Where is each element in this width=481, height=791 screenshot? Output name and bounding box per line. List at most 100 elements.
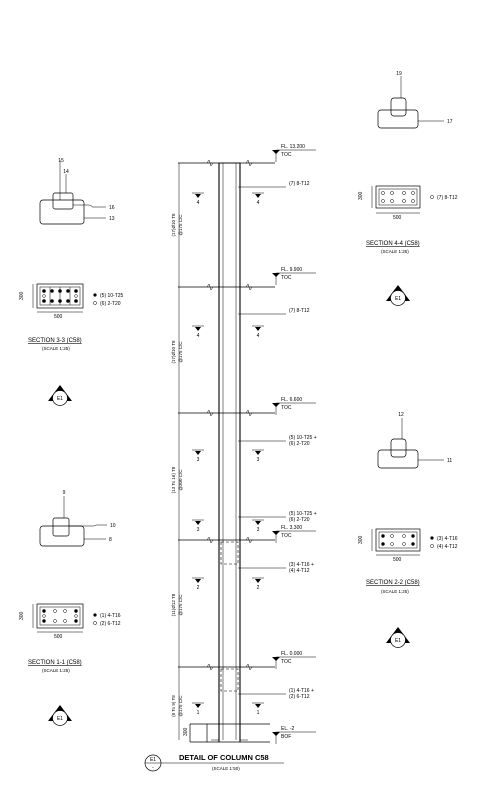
rebar-callout-text: (6) 2-T20 (289, 441, 310, 447)
rebar-callout-text: (1) 4-T16 + (289, 688, 314, 694)
ties-label-line1: (13 To 16) T8 (171, 466, 176, 493)
section-1-1-stirrup (39, 606, 81, 626)
section-cut-mark: 4 (192, 192, 204, 206)
bar-detail-17-19: 19 17 (377, 71, 453, 129)
main-title-block: E1 - DETAIL OF COLUMN C58 (SCALE 1:50) (144, 753, 284, 772)
section-3-3-outline (36, 283, 84, 309)
main-ref-bubble-bottom: - (152, 765, 154, 771)
section-3-3: 300 500 (5) 10-T25 (6) 2-T20 SECTION 3-3… (19, 283, 124, 351)
main-scale: (SCALE 1:50) (212, 766, 240, 771)
bar-mark-17: 17 (447, 119, 453, 125)
bar-mark-19: 19 (396, 71, 402, 77)
bar-detail-8-10: 9 10 8 (39, 490, 116, 547)
section-2-2: 300 500 (3) 4-T16 (4) 4-T12 SECTION 2-2 … (358, 528, 458, 594)
section-2-2-bars (381, 534, 415, 546)
section-cut-mark: 3 (192, 449, 204, 463)
section-cut-number: 4 (257, 333, 260, 339)
section-cut-number: 4 (197, 333, 200, 339)
level-tag: TOC (281, 275, 292, 281)
section-3-3-depth: 300 (19, 291, 25, 300)
section-3-3-width: 500 (54, 314, 63, 320)
rebar-callout: (3) 4-T16 +(4) 4-T12 (238, 562, 314, 574)
section-cut-number: 3 (257, 457, 260, 463)
bar-detail-11-12: 12 11 (377, 412, 452, 469)
section-2-2-scale: (SCALE 1:25) (381, 589, 409, 594)
ties-label-line1: (17)Ø10 T8 (171, 213, 176, 236)
section-2-2-width: 500 (393, 557, 402, 563)
section-4-4-bars (381, 191, 415, 203)
section-3-3-title: SECTION 3-3 (C58) (28, 338, 82, 344)
section-cut-mark: 4 (252, 325, 264, 339)
reference-bubble: E1 (48, 705, 72, 726)
section-1-1-title: SECTION 1-1 (C58) (28, 660, 82, 666)
section-2-2-legend-1: (3) 4-T16 (437, 536, 458, 542)
rebar-callout-text: (2) 6-T12 (289, 694, 310, 700)
rebar-callout-text: (7) 8-T12 (289, 181, 310, 187)
bar-mark-16: 16 (109, 205, 115, 211)
level-label: FL. 6.600 (281, 397, 302, 403)
bar-mark-8: 8 (109, 537, 112, 543)
section-1-1-width: 500 (54, 634, 63, 640)
reference-bubble-label: E1 (57, 716, 63, 722)
section-cut-number: 4 (197, 200, 200, 206)
section-4-4-depth: 300 (358, 191, 364, 200)
section-cut-mark: 4 (192, 325, 204, 339)
section-1-1-legend-2: (2) 6-T12 (100, 621, 121, 627)
section-cut-number: 1 (257, 710, 260, 716)
lap-splice-zone-2 (220, 668, 239, 692)
section-2-2-outline (375, 528, 421, 552)
ties-label-line2: @175 C/C (178, 695, 183, 717)
footing (189, 723, 270, 743)
section-cut-number: 3 (197, 527, 200, 533)
rebar-callout: (7) 8-T12 (238, 308, 310, 315)
bar-mark-11: 11 (447, 458, 452, 464)
bar-detail-13-16: 15 14 16 13 (39, 158, 115, 225)
section-4-4-width: 500 (393, 215, 402, 221)
section-1-1-bars (42, 609, 78, 623)
section-1-1-outline (36, 603, 84, 629)
section-cut-number: 3 (197, 457, 200, 463)
ties-label: (13 To 16) T8@300 C/C (171, 466, 183, 493)
section-cut-mark: 3 (252, 519, 264, 533)
section-2-2-title: SECTION 2-2 (C58) (366, 580, 420, 586)
rebar-callout-text: (3) 4-T16 + (289, 562, 314, 568)
section-cut-mark: 1 (252, 702, 264, 716)
level-tag: TOC (281, 152, 292, 158)
section-cut-number: 4 (257, 200, 260, 206)
section-4-4-title: SECTION 4-4 (C58) (366, 241, 420, 247)
ties-label-line1: (8 To 9) T8 (171, 695, 176, 717)
section-1-1-legend-1: (1) 4-T16 (100, 613, 121, 619)
section-cut-mark: 4 (252, 192, 264, 206)
section-1-1-depth: 300 (19, 611, 25, 620)
level-label: FL. 3.300 (281, 525, 302, 531)
section-3-3-scale: (SCALE 1:25) (42, 346, 70, 351)
section-4-4-scale: (SCALE 1:25) (381, 249, 409, 254)
section-cut-mark: 2 (192, 577, 204, 591)
section-4-4: 300 500 (7) 8-T12 SECTION 4-4 (C58) (SCA… (358, 185, 458, 254)
main-ref-bubble-top: E1 (150, 757, 156, 763)
ties-label-line2: @300 C/C (178, 469, 183, 491)
ties-label-line1: (11)Ø12 T8 (171, 593, 176, 616)
level-tag: TOC (281, 533, 292, 539)
reference-bubble: E1 (386, 627, 410, 648)
reference-bubble: E1 (386, 285, 410, 306)
section-cut-number: 2 (197, 585, 200, 591)
section-cut-mark: 1 (192, 702, 204, 716)
section-2-2-legend-2: (4) 4-T12 (437, 544, 458, 550)
section-1-1-scale: (SCALE 1:25) (42, 668, 70, 673)
rebar-callout-text: (7) 8-T12 (289, 308, 310, 314)
level-label: EL. -2 (281, 726, 295, 732)
lap-splice-zone-1 (220, 541, 239, 565)
level-label: FL. 9.900 (281, 267, 302, 273)
ties-label: (11)Ø12 T8@175 C/C (171, 593, 183, 616)
level-tag: TOC (281, 405, 292, 411)
ties-label-line2: @175 C/C (178, 341, 183, 363)
